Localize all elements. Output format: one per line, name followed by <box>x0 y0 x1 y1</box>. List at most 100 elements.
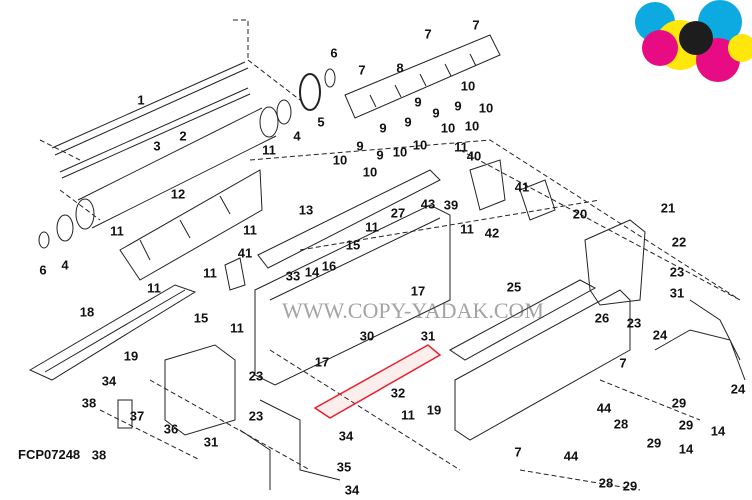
callout-34: 34 <box>344 482 360 498</box>
callout-34: 34 <box>101 373 117 389</box>
callout-29: 29 <box>678 417 694 433</box>
callout-29: 29 <box>646 435 662 451</box>
callout-31: 31 <box>669 285 685 301</box>
callout-9: 9 <box>404 114 412 130</box>
callout-27: 27 <box>390 205 406 221</box>
callout-11: 11 <box>147 280 161 296</box>
bushing-4 <box>276 99 292 125</box>
callout-30: 30 <box>359 328 375 344</box>
guide-12 <box>119 169 263 281</box>
callout-39: 39 <box>443 197 459 213</box>
callout-10: 10 <box>362 164 378 180</box>
callout-34: 34 <box>338 428 354 444</box>
gear-5 <box>299 73 321 111</box>
duct-18 <box>28 284 197 381</box>
callout-31: 31 <box>203 434 219 450</box>
callout-11: 11 <box>454 139 468 155</box>
callout-37: 37 <box>129 408 145 424</box>
frame-16 <box>254 204 451 386</box>
callout-4: 4 <box>61 257 69 273</box>
callout-14: 14 <box>678 441 694 457</box>
callout-13: 13 <box>298 202 314 218</box>
bracket-41 <box>519 179 556 221</box>
bracket-37 <box>117 399 133 429</box>
callout-36: 36 <box>163 421 179 437</box>
bracket-41b <box>224 257 246 291</box>
callout-17: 17 <box>410 283 426 299</box>
callout-19: 19 <box>426 402 442 418</box>
bracket-40 <box>469 159 506 211</box>
ring-6 <box>324 68 336 88</box>
callout-43: 43 <box>420 196 436 212</box>
callout-38: 38 <box>91 447 107 463</box>
callout-9: 9 <box>432 105 440 121</box>
cable-24 <box>654 299 746 381</box>
callout-23: 23 <box>248 408 264 424</box>
callout-9: 9 <box>379 120 387 136</box>
callout-28: 28 <box>598 475 614 491</box>
callout-6: 6 <box>39 262 47 278</box>
assembly-guide-lines <box>39 19 741 491</box>
callout-6: 6 <box>330 45 338 61</box>
callout-20: 20 <box>572 206 588 222</box>
callout-25: 25 <box>506 279 522 295</box>
callout-23: 23 <box>248 368 264 384</box>
callout-10: 10 <box>332 152 348 168</box>
callout-2: 2 <box>179 128 187 144</box>
callout-12: 12 <box>170 186 186 202</box>
callout-7: 7 <box>358 62 366 78</box>
callout-10: 10 <box>464 118 480 134</box>
callout-26: 26 <box>594 310 610 326</box>
callout-11: 11 <box>460 221 474 237</box>
rail-8 <box>344 34 501 119</box>
callout-7: 7 <box>514 444 522 460</box>
callout-28: 28 <box>613 416 629 432</box>
callout-9: 9 <box>356 138 364 154</box>
callout-32: 32 <box>390 385 406 401</box>
callout-11: 11 <box>365 219 379 235</box>
callout-41: 41 <box>514 179 530 195</box>
callout-29: 29 <box>671 395 687 411</box>
callout-7: 7 <box>619 355 627 371</box>
callout-4: 4 <box>293 128 301 144</box>
callout-44: 44 <box>596 400 612 416</box>
callout-23: 23 <box>669 264 685 280</box>
block-20 <box>584 219 646 306</box>
callout-18: 18 <box>79 304 95 320</box>
callout-9: 9 <box>454 98 462 114</box>
bushing-4b <box>56 214 74 242</box>
callout-40: 40 <box>466 148 482 164</box>
callout-24: 24 <box>652 327 668 343</box>
callout-11: 11 <box>203 265 217 281</box>
highlighted-part-32 <box>313 344 442 419</box>
callout-11: 11 <box>401 407 415 423</box>
callout-24: 24 <box>730 381 746 397</box>
callout-7: 7 <box>472 17 480 33</box>
cover-26 <box>454 289 631 441</box>
callout-11: 11 <box>243 222 257 238</box>
callout-16: 16 <box>321 258 337 274</box>
rod-2 <box>59 87 251 179</box>
callout-7: 7 <box>424 26 432 42</box>
callout-8: 8 <box>396 60 404 76</box>
callout-15: 15 <box>193 310 209 326</box>
callout-44: 44 <box>563 448 579 464</box>
callout-22: 22 <box>671 234 687 250</box>
frame-13 <box>257 169 441 269</box>
callout-3: 3 <box>153 138 161 154</box>
callout-35: 35 <box>336 459 352 475</box>
callout-10: 10 <box>392 144 408 160</box>
callout-11: 11 <box>230 320 244 336</box>
callout-9: 9 <box>414 94 422 110</box>
callout-42: 42 <box>484 225 500 241</box>
plate-25 <box>449 279 597 361</box>
ring-6b <box>38 231 50 249</box>
harness-35 <box>239 399 341 490</box>
callout-21: 21 <box>660 200 676 216</box>
callout-41: 41 <box>237 245 253 261</box>
callout-1: 1 <box>137 92 145 108</box>
callout-31: 31 <box>420 328 436 344</box>
callout-11: 11 <box>110 223 124 239</box>
